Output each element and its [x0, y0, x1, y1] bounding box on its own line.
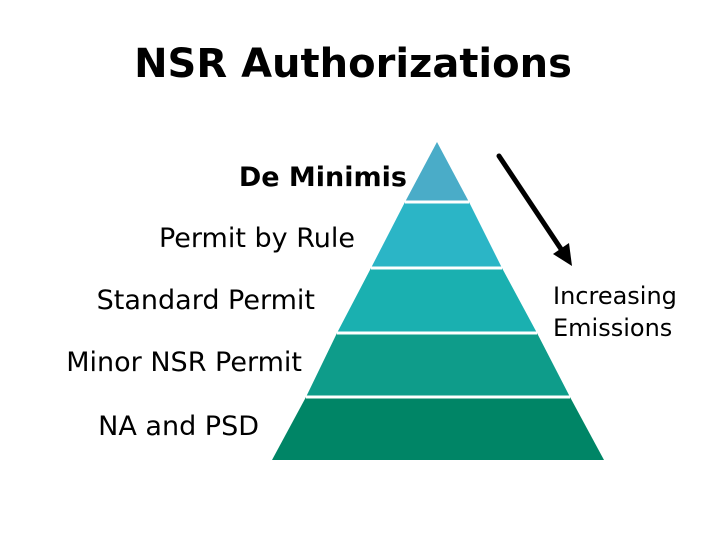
- pyramid-tier-minor-nsr-permit: [306, 333, 570, 397]
- increasing-emissions-arrow-icon: [496, 153, 572, 266]
- pyramid-tier-permit-by-rule: [371, 202, 502, 268]
- tier-label-standard-permit: Standard Permit: [96, 285, 315, 316]
- pyramid-tier-de-minimis: [405, 142, 469, 202]
- tier-label-na-and-psd: NA and PSD: [98, 411, 259, 442]
- pyramid-tier-na-and-psd: [272, 397, 604, 460]
- increasing-emissions-label: Increasing Emissions: [553, 280, 677, 344]
- tier-label-permit-by-rule: Permit by Rule: [158, 223, 355, 254]
- increasing-emissions-line-2: Emissions: [553, 314, 673, 342]
- tier-label-de-minimis: De Minimis: [238, 162, 407, 193]
- tier-label-minor-nsr-permit: Minor NSR Permit: [66, 347, 302, 378]
- slide-title: NSR Authorizations: [134, 41, 572, 87]
- pyramid-tier-standard-permit: [337, 268, 537, 333]
- increasing-emissions-line-1: Increasing: [553, 282, 677, 310]
